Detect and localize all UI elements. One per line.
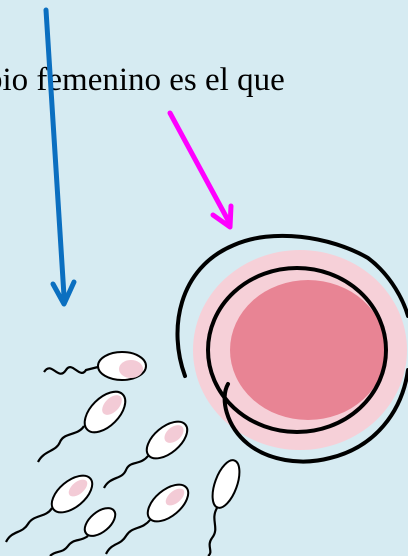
sperm-2	[38, 384, 133, 462]
blue-arrow	[46, 10, 74, 304]
sperm-3	[104, 415, 194, 488]
egg-cell	[177, 236, 408, 462]
sperm-1	[44, 352, 146, 380]
egg-nucleus	[230, 280, 386, 420]
sperm-7	[207, 457, 245, 556]
sperm-6	[106, 478, 195, 554]
magenta-arrow	[170, 113, 231, 227]
